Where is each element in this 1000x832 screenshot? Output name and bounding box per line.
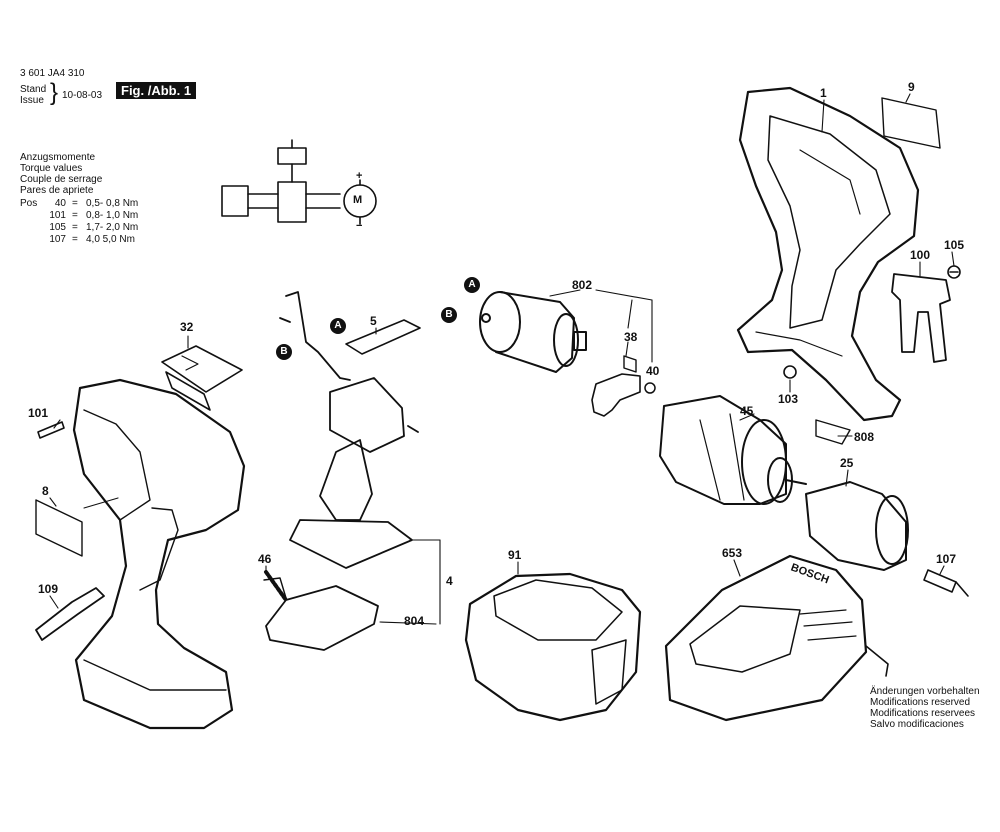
note-fr: Modifications reservees: [870, 708, 976, 719]
part-label-46: 46: [258, 552, 272, 566]
label-plate-9: [881, 97, 941, 149]
part-label-107: 107: [936, 552, 957, 566]
belt-clip-100: [891, 273, 951, 363]
drill-housing-left: [72, 378, 246, 730]
leader-lines: [49, 93, 955, 625]
part-label-5: 5: [370, 314, 377, 328]
stand-label: Stand: [20, 84, 47, 95]
torque-row-pos: 40: [54, 198, 66, 209]
part-label-808: 808: [854, 430, 875, 444]
torque-row-pos: 107: [49, 234, 66, 245]
screw-107: [923, 569, 969, 597]
torque-title-en: Torque values: [20, 163, 83, 174]
screw-101: [37, 421, 65, 439]
connector-a-motor: A: [464, 277, 480, 293]
part-label-9: 9: [908, 80, 915, 94]
contact-plate-804: [263, 577, 379, 651]
torque-row-eq: =: [72, 234, 78, 245]
battery-box: [221, 185, 249, 217]
part-label-1: 1: [820, 86, 827, 100]
part-label-38: 38: [624, 330, 638, 344]
part-label-109: 109: [38, 582, 59, 596]
motor-minus: −: [356, 220, 363, 232]
torque-row-value: 0,5- 0,8 Nm: [86, 198, 139, 209]
torque-title-fr: Couple de serrage: [20, 174, 103, 185]
torque-row-value: 1,7- 2,0 Nm: [86, 222, 139, 233]
screw-40: [644, 382, 656, 394]
torque-row-eq: =: [72, 198, 78, 209]
part-label-32: 32: [180, 320, 194, 334]
torque-row-pos: 105: [49, 222, 66, 233]
figure-label: Fig. /Abb. 1: [116, 82, 197, 99]
part-label-105: 105: [944, 238, 965, 252]
note-en: Modifications reserved: [870, 697, 971, 708]
brace: }: [50, 79, 59, 106]
motor-plus: +: [356, 170, 363, 182]
connector-a-switch: A: [330, 318, 346, 334]
part-label-4: 4: [446, 574, 453, 588]
part-label-91: 91: [508, 548, 522, 562]
label-plate-8: [35, 499, 83, 557]
torque-row-eq: =: [72, 210, 78, 221]
housing-half-right: [736, 86, 920, 422]
part-label-40: 40: [646, 364, 660, 378]
chuck-25: [805, 481, 909, 571]
torque-title-de: Anzugsmomente: [20, 152, 96, 163]
issue-date: 10-08-03: [62, 90, 103, 101]
part-label-8: 8: [42, 484, 49, 498]
torque-row-eq: =: [72, 222, 78, 233]
bit-109: [35, 587, 105, 641]
switch-assembly: [279, 291, 419, 569]
torque-pos-label: Pos: [20, 198, 38, 209]
trigger-box: [277, 147, 307, 165]
torque-row-pos: 101: [49, 210, 66, 221]
bracket-38: [591, 373, 641, 417]
spring-46: [264, 570, 288, 602]
switch-32: [161, 345, 243, 411]
note-de: Änderungen vorbehalten: [870, 686, 980, 697]
part-label-802: 802: [572, 278, 593, 292]
switch-box: [277, 181, 307, 223]
battery-pack-91: [464, 572, 642, 722]
wiring-schematic: [221, 139, 377, 225]
modifications-note: Änderungen vorbehalten Modifications res…: [870, 686, 980, 730]
washer-103: [783, 365, 797, 379]
torque-row-value: 0,8- 1,0 Nm: [86, 210, 139, 221]
part-label-653: 653: [722, 546, 743, 560]
part-label-101: 101: [28, 406, 49, 420]
charger-653: [664, 554, 889, 722]
cover-5: [345, 319, 421, 355]
torque-row-value: 4,0 5,0 Nm: [86, 234, 135, 245]
part-label-103: 103: [778, 392, 799, 406]
ring-38: [623, 355, 637, 373]
connector-b-switch: B: [276, 344, 292, 360]
torque-title-es: Pares de apriete: [20, 185, 94, 196]
screw-105: [947, 265, 961, 279]
issue-label: Issue: [20, 95, 44, 106]
part-label-45: 45: [740, 404, 754, 418]
part-label-804: 804: [404, 614, 425, 628]
note-es: Salvo modificaciones: [870, 719, 964, 730]
connector-b-motor: B: [441, 307, 457, 323]
doc-number: 3 601 JA4 310: [20, 68, 85, 79]
motor-symbol-label: M: [353, 194, 363, 206]
gearbox-45: [659, 395, 807, 505]
motor-802: [479, 291, 587, 373]
part-label-25: 25: [840, 456, 854, 470]
part-label-100: 100: [910, 248, 931, 262]
label-808: [815, 419, 851, 445]
